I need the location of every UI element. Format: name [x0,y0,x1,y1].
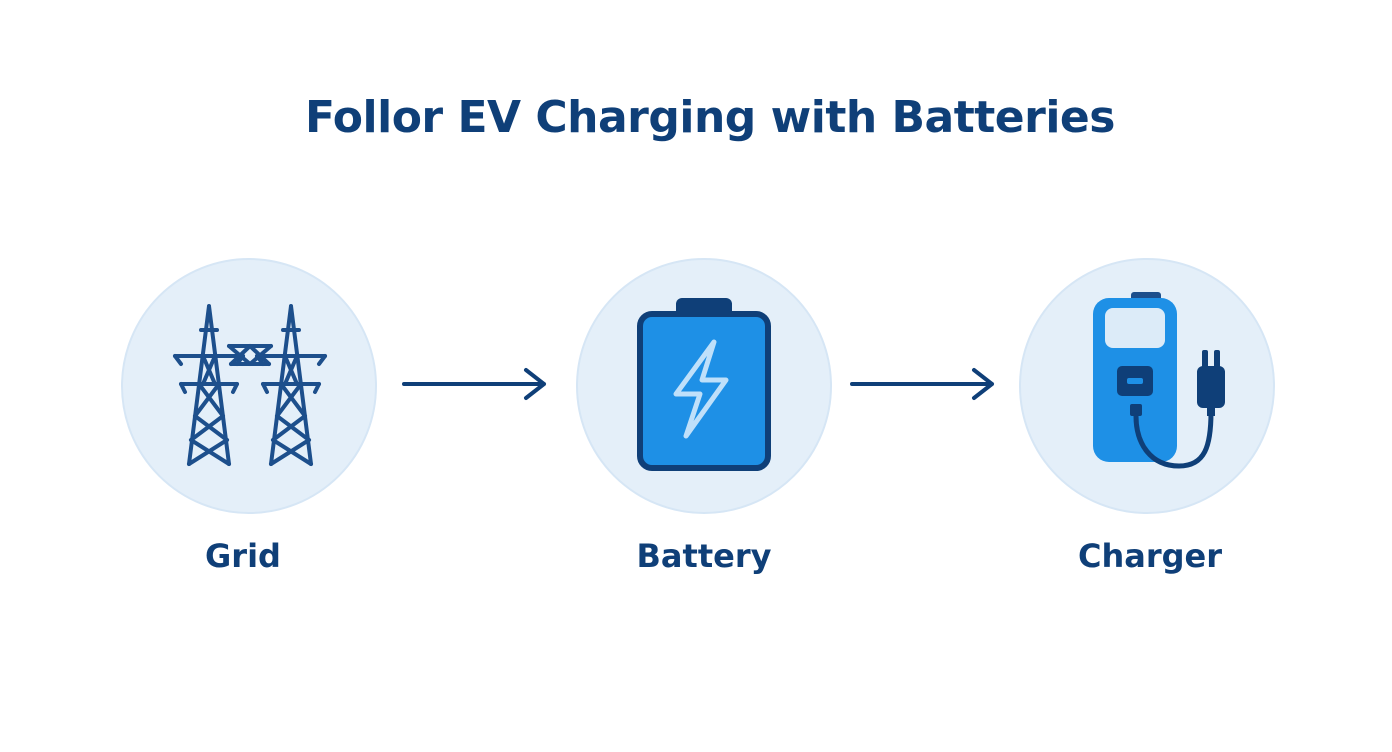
arrow-right-icon [850,368,994,400]
arrow-right-icon [402,368,546,400]
charging-station-icon [1093,292,1225,469]
power-tower-icon [173,304,327,466]
charger-node [1019,258,1275,514]
battery-node [576,258,832,514]
charger-label: Charger [1077,537,1223,575]
grid-label: Grid [205,537,281,575]
diagram-title: Follor EV Charging with Batteries [305,92,1115,143]
grid-node [121,258,377,514]
battery-label: Battery [636,537,772,575]
battery-icon [637,298,771,471]
